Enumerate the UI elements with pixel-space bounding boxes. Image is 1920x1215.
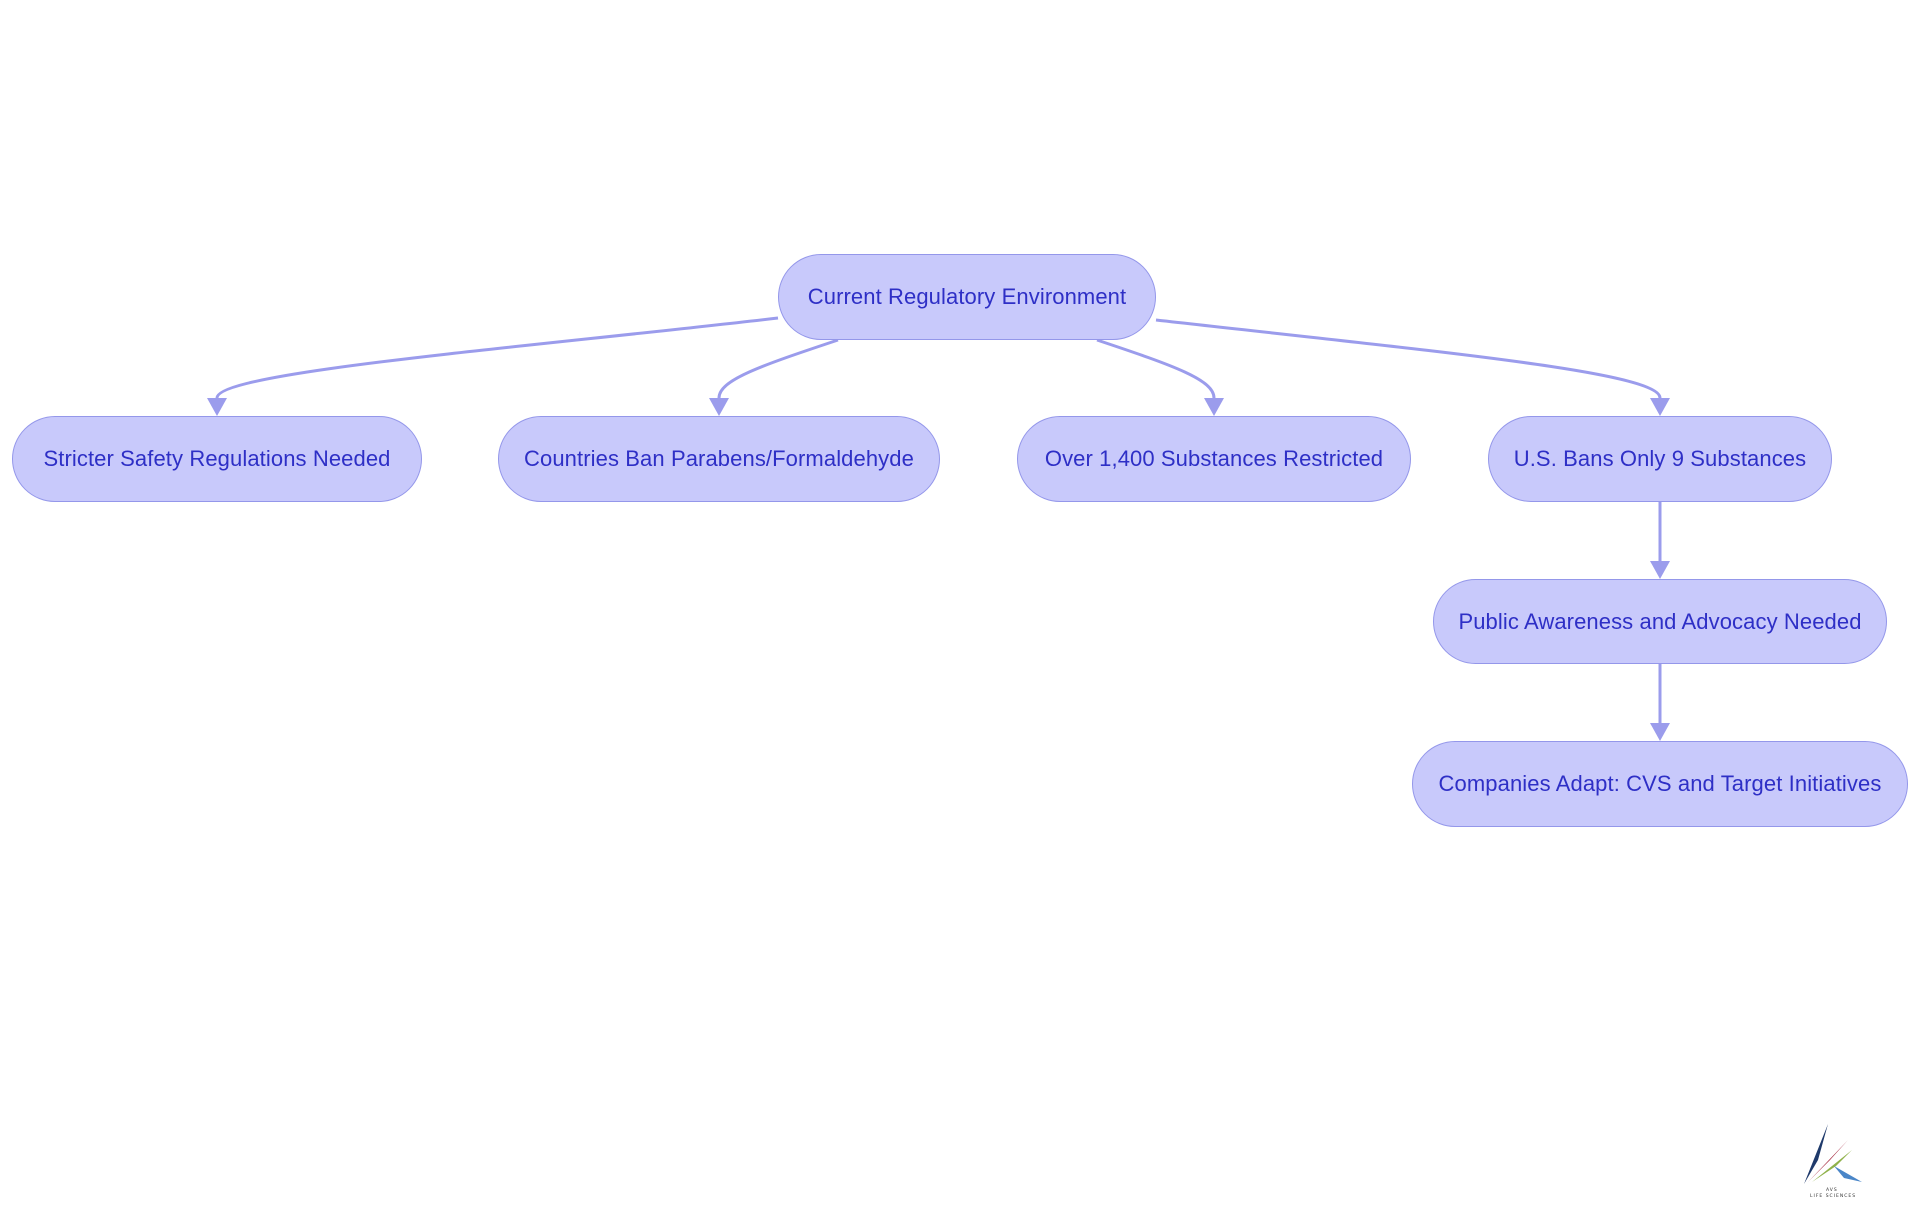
- arrowhead-over: [1204, 398, 1224, 416]
- logo-text-line2: LIFE SCIENCES: [1810, 1193, 1856, 1199]
- node-stricter-safety-regulations: Stricter Safety Regulations Needed: [12, 416, 422, 502]
- node-countries-ban-parabens: Countries Ban Parabens/Formaldehyde: [498, 416, 940, 502]
- logo-text-line1: AVS: [1826, 1187, 1838, 1193]
- edge-root-to-countries: [717, 338, 839, 399]
- arrowhead-public: [1650, 561, 1670, 579]
- node-current-regulatory-environment: Current Regulatory Environment: [778, 254, 1156, 340]
- node-label: Public Awareness and Advocacy Needed: [1458, 608, 1862, 634]
- arrowhead-countries: [709, 398, 729, 416]
- edge-root-to-usbans: [1155, 318, 1662, 399]
- node-companies-adapt: Companies Adapt: CVS and Target Initiati…: [1412, 741, 1908, 827]
- node-label: Over 1,400 Substances Restricted: [1044, 446, 1384, 471]
- node-label: Countries Ban Parabens/Formaldehyde: [524, 446, 914, 471]
- arrowhead-companies: [1650, 723, 1670, 741]
- node-over-1400-substances: Over 1,400 Substances Restricted: [1017, 416, 1411, 502]
- edge-root-to-over: [1096, 338, 1216, 399]
- node-label: Current Regulatory Environment: [807, 284, 1127, 309]
- node-us-bans-only-9: U.S. Bans Only 9 Substances: [1488, 416, 1832, 502]
- node-public-awareness: Public Awareness and Advocacy Needed: [1433, 579, 1887, 664]
- node-label: U.S. Bans Only 9 Substances: [1513, 446, 1807, 471]
- node-label: Companies Adapt: CVS and Target Initiati…: [1438, 771, 1882, 796]
- edge-root-to-stricter: [215, 316, 779, 399]
- arrowhead-usbans: [1650, 398, 1670, 416]
- arrowhead-stricter: [207, 398, 227, 416]
- avs-logo-icon: AVS LIFE SCIENCES: [1804, 1124, 1862, 1199]
- node-label: Stricter Safety Regulations Needed: [43, 446, 391, 471]
